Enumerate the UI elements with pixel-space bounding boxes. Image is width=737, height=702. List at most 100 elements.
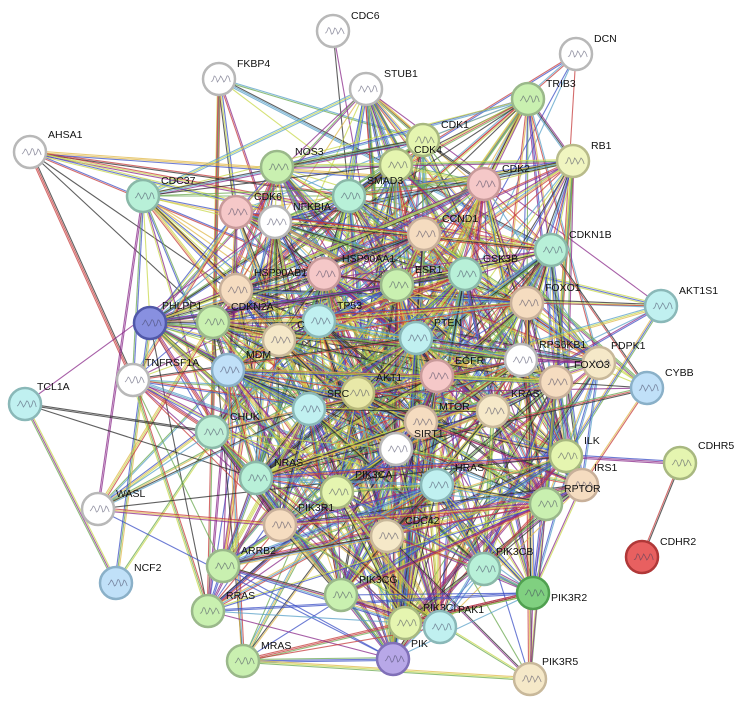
node-circle[interactable] [218, 194, 254, 230]
node-cdk2[interactable]: CDK2 [466, 163, 530, 202]
node-pik3ca[interactable]: PIK3CA [319, 469, 392, 510]
node-circle[interactable] [662, 445, 698, 481]
node-gsk3b[interactable]: GSK3B [447, 253, 518, 292]
node-circle[interactable] [548, 438, 584, 474]
node-dcn[interactable]: DCN [558, 33, 617, 72]
node-ncf2[interactable]: NCF2 [98, 562, 162, 601]
node-circle[interactable] [331, 178, 367, 214]
node-circle[interactable] [261, 322, 297, 358]
node-pik3cd[interactable]: PIK3CI [387, 602, 456, 641]
node-cdhr2[interactable]: CDHR2 [624, 536, 696, 575]
node-hras[interactable]: HRAS [419, 462, 484, 503]
node-pik3r5[interactable]: PIK3R5 [512, 656, 578, 697]
node-circle[interactable] [262, 507, 298, 543]
node-circle[interactable] [291, 391, 327, 427]
node-foxo1[interactable]: FOXO1 [509, 282, 581, 321]
node-rptor[interactable]: RPTOR [528, 483, 601, 522]
node-circle[interactable] [466, 166, 502, 202]
node-circle[interactable] [403, 404, 439, 440]
node-cdkn2a[interactable]: CDKN2A [195, 301, 274, 340]
node-sirt1[interactable]: SIRT1 [378, 428, 444, 467]
node-chuk[interactable]: CHUK [194, 411, 260, 450]
node-circle[interactable] [375, 641, 411, 677]
node-nras[interactable]: NRAS [238, 457, 303, 496]
node-circle[interactable] [447, 256, 483, 292]
node-rps6kb1[interactable]: RPS6KB1 [503, 339, 586, 378]
node-circle[interactable] [475, 393, 511, 429]
node-stub1[interactable]: STUB1 [348, 68, 418, 107]
node-pten[interactable]: PTEN [398, 317, 462, 356]
node-was[interactable]: WASL [80, 488, 146, 527]
node-circle[interactable] [558, 36, 594, 72]
node-tp53[interactable]: TP53 [301, 300, 362, 339]
node-akt1[interactable]: AKT1 [340, 372, 402, 411]
node-cybb[interactable]: CYBB [629, 367, 694, 406]
node-pik3r1[interactable]: PIK3R1 [262, 502, 334, 543]
node-circle[interactable] [510, 81, 546, 117]
node-circle[interactable] [555, 143, 591, 179]
node-tcl1a[interactable]: TCL1A [7, 381, 70, 422]
node-mdm2[interactable]: MDM [210, 349, 271, 388]
node-circle[interactable] [323, 577, 359, 613]
node-cdhr5[interactable]: CDHR5 [662, 440, 734, 481]
node-circle[interactable] [218, 272, 254, 308]
node-circle[interactable] [257, 204, 293, 240]
node-circle[interactable] [301, 303, 337, 339]
node-circle[interactable] [340, 375, 376, 411]
node-circle[interactable] [195, 304, 231, 340]
node-circle[interactable] [132, 305, 168, 341]
node-egfr[interactable]: EGFR [419, 355, 485, 394]
node-circle[interactable] [98, 565, 134, 601]
node-circle[interactable] [210, 352, 246, 388]
node-circle[interactable] [564, 467, 600, 503]
node-akt1s1[interactable]: AKT1S1 [643, 285, 718, 324]
node-ilk[interactable]: ILK [548, 435, 600, 474]
node-circle[interactable] [306, 256, 342, 292]
node-cdc42[interactable]: CDC42 [369, 515, 440, 554]
node-circle[interactable] [419, 358, 455, 394]
node-pik3r2[interactable]: PIK3R2 [515, 575, 587, 611]
node-circle[interactable] [225, 643, 261, 679]
node-cdk4[interactable]: CDK4 [378, 144, 442, 183]
node-fkbp4[interactable]: FKBP4 [201, 58, 270, 97]
node-smad3[interactable]: SMAD3 [331, 175, 403, 214]
node-circle[interactable] [405, 122, 441, 158]
node-myc[interactable]: C [261, 319, 305, 358]
node-circle[interactable] [115, 362, 151, 398]
node-nos3[interactable]: NOS3 [259, 146, 324, 185]
node-circle[interactable] [319, 474, 355, 510]
node-pik3cg[interactable]: PIK3CG [323, 574, 398, 613]
node-circle[interactable] [12, 134, 48, 170]
node-pik3[interactable]: PIK [375, 638, 428, 677]
node-rb1[interactable]: RB1 [555, 140, 612, 179]
node-mras[interactable]: MRAS [225, 640, 291, 679]
node-foxo3[interactable]: FOXO3 [538, 359, 610, 400]
node-circle[interactable] [80, 491, 116, 527]
node-cdc6[interactable]: CDC6 [315, 10, 380, 49]
node-phlpp1[interactable]: PHLPP1 [132, 300, 202, 341]
node-kras[interactable]: KRAS [475, 388, 540, 429]
node-circle[interactable] [315, 13, 351, 49]
node-pak1[interactable]: PAK1 [422, 604, 484, 645]
node-cdk1[interactable]: CDK1 [405, 119, 469, 158]
node-cdk6[interactable]: CDK6 [218, 191, 282, 230]
node-circle[interactable] [190, 593, 226, 629]
node-arrb2[interactable]: ARRB2 [205, 545, 276, 584]
node-pik3cb[interactable]: PIK3CB [466, 546, 533, 587]
node-nfkbia[interactable]: NFKBIA [257, 201, 331, 240]
node-mtor[interactable]: MTOR [403, 401, 470, 440]
node-ahsa1[interactable]: AHSA1 [12, 129, 83, 170]
node-ccnd1[interactable]: CCND1 [406, 213, 478, 252]
node-pdpk1[interactable]: PDPK1 [581, 340, 646, 381]
node-circle[interactable] [379, 267, 415, 303]
node-circle[interactable] [515, 575, 551, 611]
node-hsp90aa1[interactable]: HSP90AA1 [306, 253, 395, 292]
node-hsp90ab1[interactable]: HSP90AB1 [218, 267, 307, 308]
node-irs1[interactable]: IRS1 [564, 462, 618, 503]
node-trib3[interactable]: TRIB3 [510, 78, 576, 117]
node-circle[interactable] [238, 460, 274, 496]
node-cdc37[interactable]: CDC37 [125, 175, 196, 214]
node-rras[interactable]: RRAS [190, 590, 255, 629]
node-esr1[interactable]: ESR1 [379, 264, 443, 303]
node-cdkn1b[interactable]: CDKN1B [533, 229, 612, 268]
